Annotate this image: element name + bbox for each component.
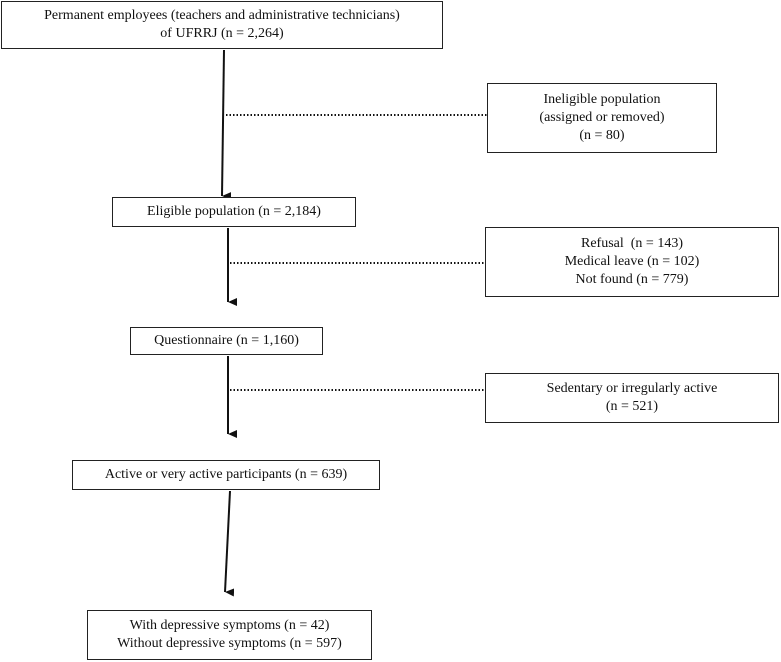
not-found-line: Not found (n = 779) — [575, 272, 689, 287]
ineligible-line-2: (assigned or removed) — [539, 110, 665, 125]
arrow-permanent-to-eligible — [221, 49, 232, 201]
ineligible-line-1: Ineligible population — [543, 92, 661, 107]
permanent-employees-box: Permanent employees (teachers and admini… — [1, 1, 443, 49]
refusal-line: Refusal (n = 143) — [581, 236, 683, 251]
eligible-population-box: Eligible population (n = 2,184) — [112, 197, 356, 227]
sedentary-line-1: Sedentary or irregularly active — [546, 381, 718, 396]
ineligible-population-box: Ineligible population (assigned or remov… — [487, 83, 717, 153]
depressive-symptoms-box: With depressive symptoms (n = 42) Withou… — [87, 610, 372, 660]
permanent-employees-line-1: Permanent employees (teachers and admini… — [44, 8, 400, 23]
medical-leave-line: Medical leave (n = 102) — [564, 254, 700, 269]
questionnaire-box: Questionnaire (n = 1,160) — [130, 327, 323, 355]
permanent-employees-line-2: of UFRRJ (n = 2,264) — [160, 26, 284, 41]
with-depressive-symptoms-line: With depressive symptoms (n = 42) — [129, 618, 330, 633]
eligible-population-label: Eligible population (n = 2,184) — [147, 204, 321, 219]
ineligible-line-3: (n = 80) — [579, 128, 625, 143]
arrow-active-to-outcome — [224, 490, 235, 597]
active-participants-box: Active or very active participants (n = … — [72, 460, 380, 490]
questionnaire-label: Questionnaire (n = 1,160) — [154, 333, 299, 348]
sedentary-box: Sedentary or irregularly active (n = 521… — [485, 373, 779, 423]
excluded-participants-box: Refusal (n = 143) Medical leave (n = 102… — [485, 227, 779, 297]
active-participants-label: Active or very active participants (n = … — [104, 467, 348, 482]
without-depressive-symptoms-line: Without depressive symptoms (n = 597) — [117, 636, 342, 651]
sedentary-line-2: (n = 521) — [605, 399, 659, 414]
